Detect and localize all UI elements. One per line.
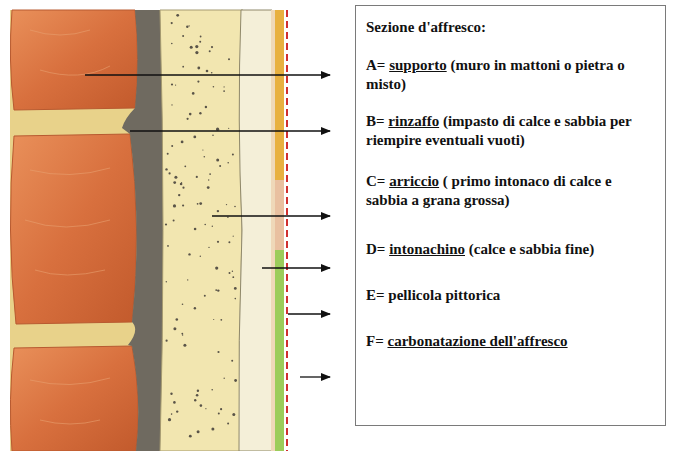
- layer-description: B= rinzaffo (impasto di calce e sabbia p…: [366, 112, 656, 150]
- section-title: Sezione d'affresco:: [366, 18, 656, 37]
- layer-description: C= arriccio ( primo intonaco di calce e …: [366, 172, 656, 210]
- legend-box: Sezione d'affresco: A= supporto (muro in …: [355, 5, 666, 426]
- layer-description: E= pellicola pittorica: [366, 286, 656, 305]
- layer-description: F= carbonatazione dell'affresco: [366, 332, 656, 351]
- layer-description: D= intonachino (calce e sabbia fine): [366, 240, 656, 259]
- layer-description: A= supporto (muro in mattoni o pietra o …: [366, 56, 656, 94]
